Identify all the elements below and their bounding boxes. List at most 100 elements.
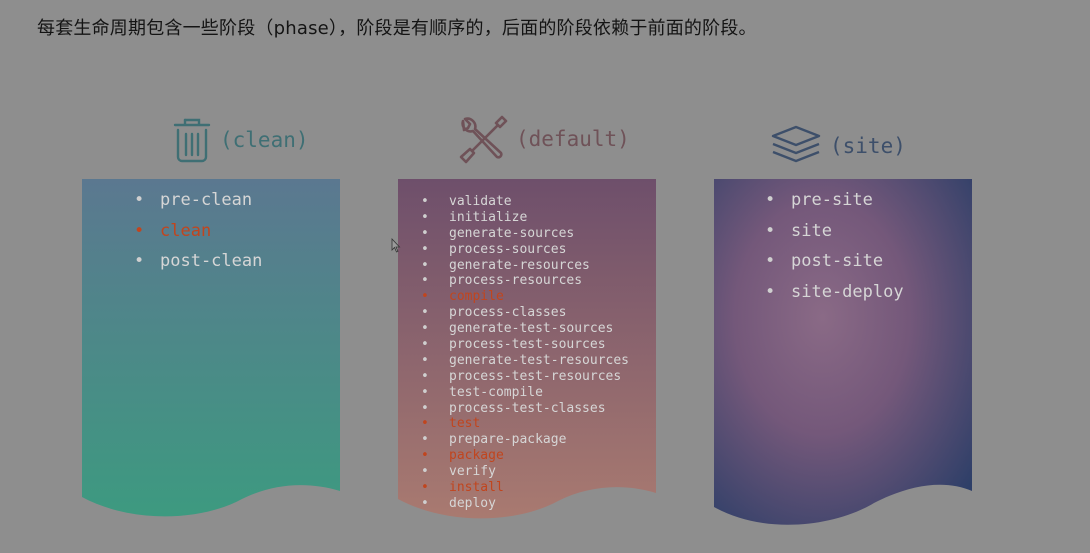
phase-item: • prepare-package <box>421 432 629 448</box>
bullet: • <box>134 220 145 241</box>
phase-name: compile <box>449 289 504 305</box>
bullet: • <box>421 225 429 241</box>
phase-item-highlighted: • install <box>421 480 629 496</box>
bullet: • <box>421 416 429 432</box>
phase-name: process-test-sources <box>449 337 606 353</box>
bullet: • <box>765 220 776 241</box>
bullet: • <box>421 321 429 337</box>
phase-item-highlighted: • compile <box>421 289 629 305</box>
phase-list: • pre-site • site • post-site • site-deploy <box>765 185 904 308</box>
lifecycle-label: (clean) <box>220 128 309 152</box>
phase-item: • pre-site <box>765 185 904 216</box>
bullet: • <box>421 480 429 496</box>
phase-name: site-deploy <box>791 281 904 302</box>
phase-item: • deploy <box>421 495 629 512</box>
phase-item: • validate <box>421 194 629 210</box>
phase-item: • process-test-sources <box>421 337 629 353</box>
lifecycle-card-clean: • pre-clean • clean • post-clean <box>82 179 340 527</box>
lifecycle-header-clean: (clean) <box>172 115 309 165</box>
bullet: • <box>765 281 776 302</box>
tools-icon <box>459 115 508 164</box>
layers-icon <box>771 125 821 163</box>
mouse-cursor-icon <box>391 238 401 253</box>
phase-item: • process-test-resources <box>421 368 629 385</box>
page-title: 每套生命周期包含一些阶段（phase），阶段是有顺序的，后面的阶段依赖于前面的阶… <box>37 18 757 39</box>
bullet: • <box>421 257 429 273</box>
bullet: • <box>421 273 429 289</box>
phase-name: prepare-package <box>449 432 567 448</box>
phase-item: • generate-test-sources <box>421 321 629 337</box>
phase-name: clean <box>160 220 212 241</box>
card-background <box>714 179 972 525</box>
phase-item: • verify <box>421 464 629 480</box>
bullet: • <box>421 337 429 353</box>
phase-name: deploy <box>449 495 496 511</box>
bullet: • <box>421 305 429 321</box>
card-background <box>82 179 340 517</box>
lifecycle-card-site: • pre-site • site • post-site • site-deploy <box>714 179 972 535</box>
lifecycle-header-default: (default) <box>458 113 630 165</box>
phase-item: • post-clean <box>134 246 263 277</box>
bullet: • <box>421 368 429 384</box>
bullet: • <box>421 241 429 257</box>
phase-name: test <box>449 416 481 432</box>
phase-name: process-resources <box>449 273 583 289</box>
bullet: • <box>421 495 429 511</box>
phase-name: generate-resources <box>449 257 590 273</box>
phase-item: • process-test-classes <box>421 400 629 417</box>
bullet: • <box>421 432 429 448</box>
bullet: • <box>421 289 429 305</box>
phase-item-highlighted: • test <box>421 416 629 432</box>
phase-item: • post-site <box>765 246 904 277</box>
phase-item: • generate-sources <box>421 225 629 242</box>
bullet: • <box>421 400 429 416</box>
phase-item-highlighted: • package <box>421 448 629 464</box>
bullet: • <box>765 190 776 210</box>
lifecycle-label: (site) <box>830 134 906 158</box>
phase-item: • process-resources <box>421 273 629 289</box>
phase-name: pre-clean <box>160 190 253 210</box>
phase-name: generate-test-resources <box>449 352 630 368</box>
phase-name: process-classes <box>449 305 567 321</box>
lifecycle-header-site: (site) <box>770 124 906 168</box>
phase-item: • process-classes <box>421 305 629 321</box>
bullet: • <box>421 352 429 368</box>
phase-name: post-clean <box>160 251 263 271</box>
lifecycle-label: (default) <box>516 127 630 151</box>
phase-item: • test-compile <box>421 384 629 401</box>
phase-list: •validate •initialize •generate-sources … <box>421 194 630 512</box>
phase-name: verify <box>449 464 496 480</box>
phase-name: pre-site <box>791 190 873 210</box>
phase-name: validate <box>449 194 512 209</box>
phase-item: • generate-test-resources <box>421 352 630 369</box>
lifecycle-card-default: •validate •initialize •generate-sources … <box>398 179 656 531</box>
phase-item: • pre-clean <box>134 185 262 216</box>
phase-item: • initialize <box>421 209 629 226</box>
phase-name: process-test-classes <box>449 400 606 416</box>
phase-name: site <box>791 220 832 241</box>
phase-name: generate-sources <box>449 225 575 241</box>
bullet: • <box>421 464 429 480</box>
phase-item: • site-deploy <box>765 277 904 308</box>
phase-name: install <box>449 480 504 496</box>
phase-name: process-sources <box>449 241 567 257</box>
bullet: • <box>421 194 429 209</box>
phase-name: generate-test-sources <box>449 321 614 337</box>
bullet: • <box>765 251 776 271</box>
bullet: • <box>421 448 429 464</box>
bullet: • <box>134 190 145 210</box>
bullet: • <box>421 209 429 225</box>
phase-list: • pre-clean • clean • post-clean <box>134 185 263 277</box>
phase-item: • generate-resources <box>421 257 629 274</box>
phase-name: initialize <box>449 209 528 225</box>
phase-item: • process-sources <box>421 241 629 258</box>
bullet: • <box>134 251 145 271</box>
card-background <box>398 179 656 519</box>
phase-name: process-test-resources <box>449 368 622 384</box>
phase-item: • site <box>765 216 904 247</box>
phase-name: post-site <box>791 251 884 271</box>
phase-name: package <box>449 448 504 464</box>
trash-icon <box>173 118 211 163</box>
bullet: • <box>421 384 429 400</box>
phase-name: test-compile <box>449 384 543 400</box>
